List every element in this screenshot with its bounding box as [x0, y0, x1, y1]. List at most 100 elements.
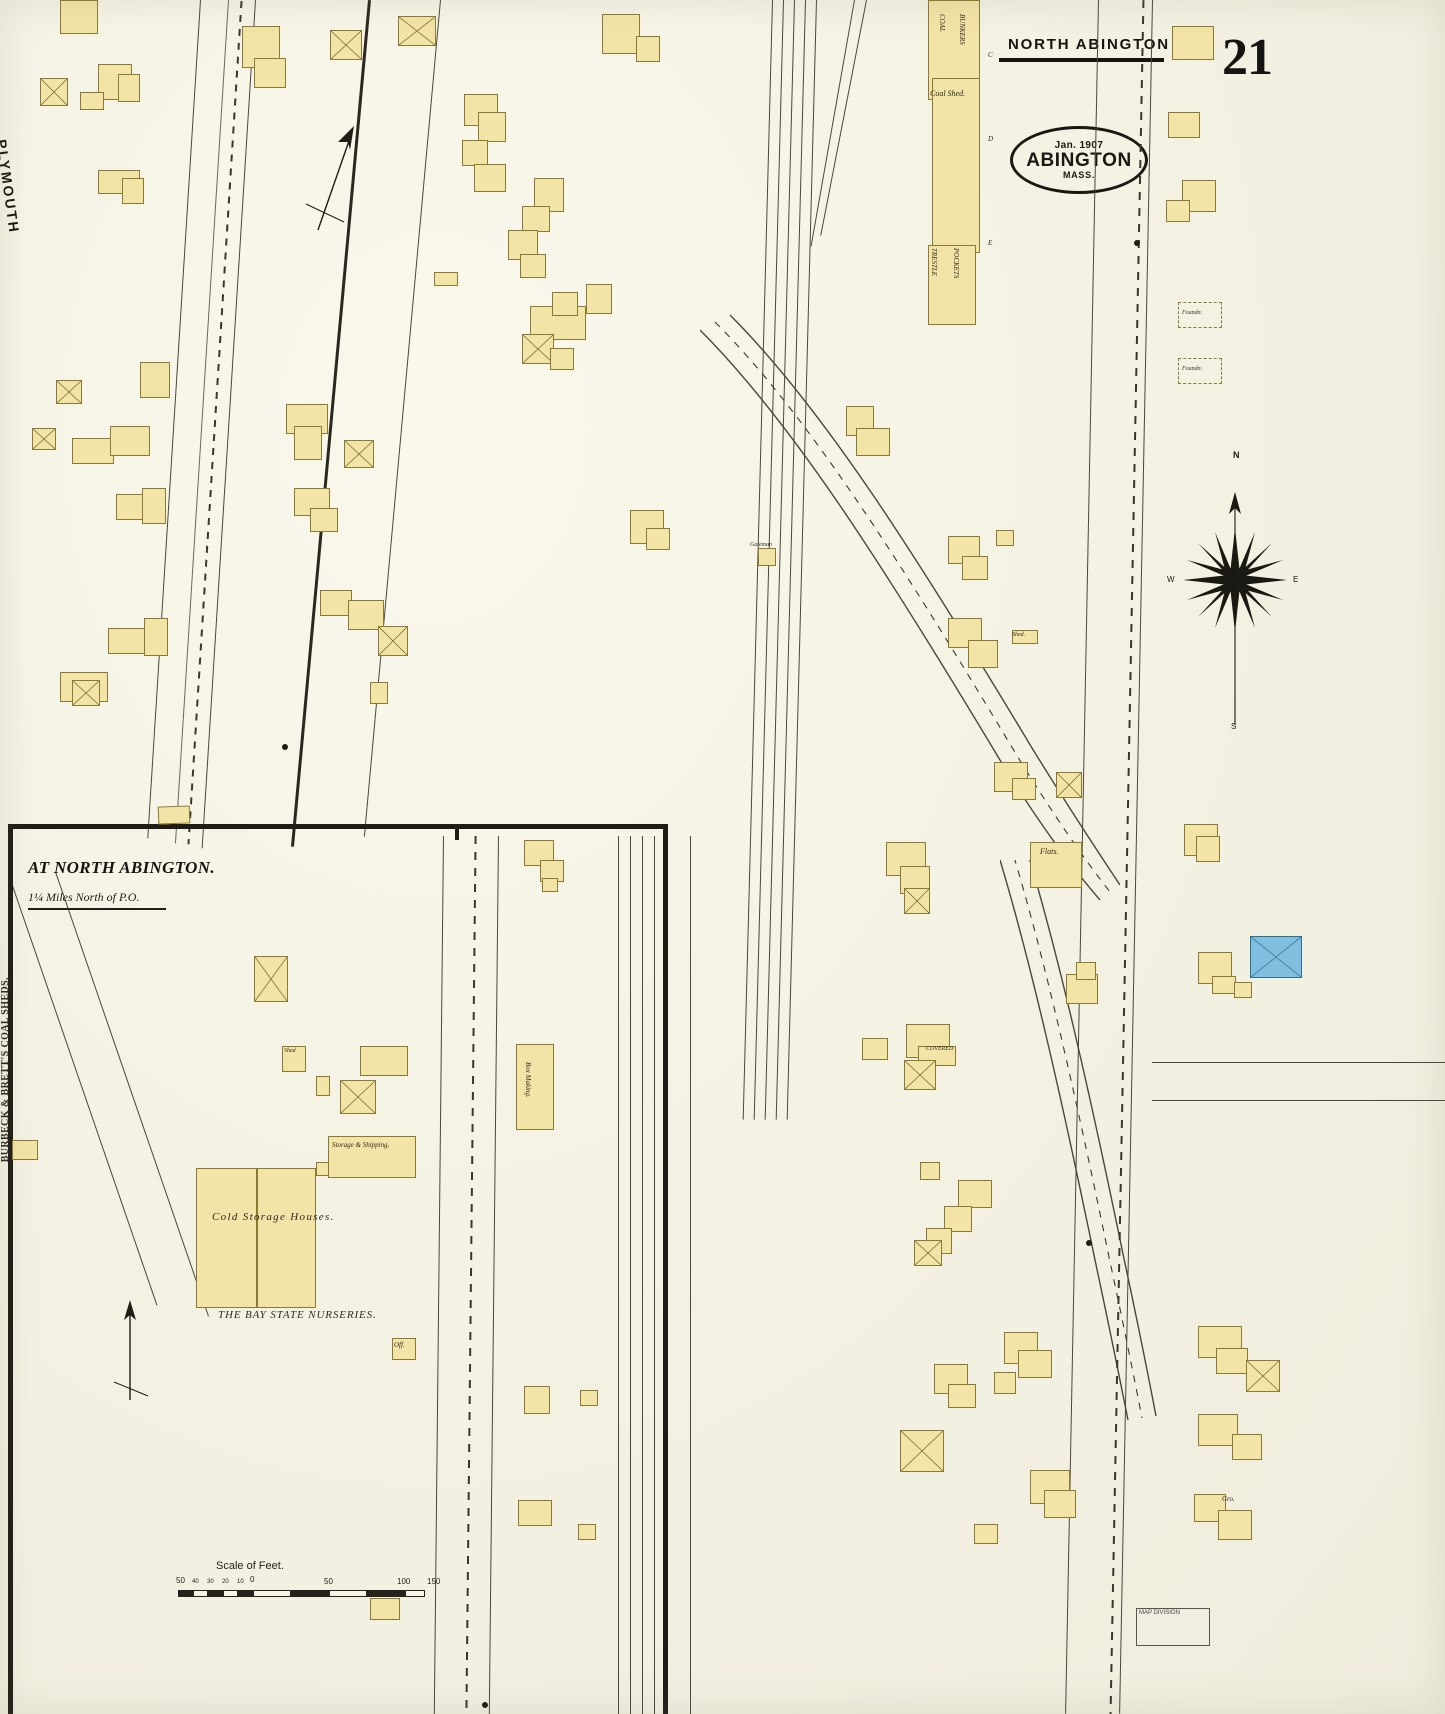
building-r-14d: [914, 1240, 942, 1266]
label-foundation-1: Foundn.: [1182, 310, 1203, 316]
building-r-23: [1194, 1494, 1226, 1522]
building-inset-6b: [580, 1390, 598, 1406]
building-ml-1b: [254, 58, 286, 88]
inset-compass-arrow: [108, 1300, 158, 1410]
building-inset-1: [254, 956, 288, 1002]
building-r-23c: [1218, 1510, 1252, 1540]
building-r-5-shed: [1012, 630, 1038, 644]
building-box-making: [516, 1044, 554, 1130]
street-label-plymouth-west: PLYMOUTH: [0, 44, 16, 140]
building-foundation-1: [1178, 302, 1222, 328]
building-r-18b: [1044, 1490, 1076, 1518]
title-cartouche: Jan. 1907 ABINGTON MASS.: [1010, 126, 1148, 194]
inset-border-right: [663, 824, 668, 1714]
inset-border-left: [8, 826, 13, 1714]
street-plymouth-east: [699, 0, 1121, 901]
label-bay-state-nurseries: THE BAY STATE NURSERIES.: [218, 1309, 377, 1321]
cartouche-state: MASS.: [1062, 170, 1096, 181]
building-inset-shed: [282, 1046, 306, 1072]
label-storage-shipping: Storage & Shipping.: [332, 1141, 390, 1149]
scale-tick-150: 150: [427, 1577, 441, 1586]
building-ml-5: [344, 440, 374, 468]
building-tl-3b: [118, 74, 140, 102]
label-burbeck-bretts: BURBECK & BRETT'S COAL SHEDS.: [0, 977, 11, 1163]
building-c-5: [586, 284, 612, 314]
building-tr-2: [1168, 112, 1200, 138]
building-c-1c: [462, 140, 488, 166]
scale-tick-100: 100: [397, 1577, 411, 1586]
railroad-label-plymouth-div: PLYMOUTH DIV.: [0, 508, 9, 567]
compass-label-n: N: [1233, 450, 1240, 460]
block-number-125: 125: [0, 914, 29, 934]
building-c-7b: [550, 348, 574, 370]
building-c-9b: [646, 528, 670, 550]
cartouche-city: ABINGTON: [1026, 149, 1132, 171]
compass-rose: N S E W: [1165, 450, 1305, 731]
building-ml-2: [330, 30, 362, 60]
building-r-12c: [904, 1060, 936, 1090]
building-r-20c: [1234, 982, 1252, 998]
street-plymouth-west-center: [174, 0, 229, 844]
building-r-9b: [1196, 836, 1220, 862]
scale-tick-20: 20: [222, 1579, 229, 1585]
building-tr-1: [1172, 26, 1214, 60]
hydrant-dot-1: [282, 744, 288, 750]
siding-label-e: E: [988, 239, 993, 247]
building-ml-7b: [348, 600, 384, 630]
building-inset-7: [518, 1500, 552, 1526]
building-tl-2: [40, 78, 68, 106]
building-c-7: [522, 334, 554, 364]
water-pipe-plymouth-west: [187, 0, 243, 845]
compass-label-e: E: [1293, 575, 1299, 584]
compass-label-w: W: [1167, 575, 1175, 584]
building-c-8b: [636, 36, 660, 62]
building-office: [392, 1338, 416, 1360]
building-masonry-blue: [1250, 936, 1302, 978]
building-ml-4b: [294, 426, 322, 460]
inset-subtitle: 1¼ Miles North of P.O.: [28, 890, 140, 904]
building-r-15b: [1018, 1350, 1052, 1378]
inset-railroad-1: [618, 836, 620, 1714]
building-inset-8: [370, 1598, 400, 1620]
label-coal-shed: Coal Shed.: [930, 89, 966, 98]
label-covered: COVERED: [926, 1046, 954, 1052]
building-r-3: [996, 530, 1014, 546]
street-label-oak: OAK: [0, 326, 16, 365]
hydrant-dot-4: [482, 1702, 488, 1708]
building-r-2b: [962, 556, 988, 580]
cold-storage-divider: [256, 1168, 258, 1308]
building-r-11: [862, 1038, 888, 1060]
street-charles-edge1: [1152, 1062, 1445, 1064]
street-plymouth-west-edge2: [201, 0, 257, 849]
building-l-6: [32, 428, 56, 450]
railroad-label-nynhh: N.Y., N.H. & H. R.R.: [0, 427, 10, 509]
stamp-text: MAP DIVISION: [1139, 1610, 1180, 1616]
building-r-20b: [1212, 976, 1236, 994]
building-storage-shipping: [328, 1136, 416, 1178]
building-l-12b: [72, 680, 100, 706]
street-label-monroe: MONROE: [0, 234, 16, 311]
label-pockets: POCKETS: [952, 248, 960, 279]
building-inset-7b: [578, 1524, 596, 1540]
label-box-making: Box Making.: [524, 1062, 532, 1098]
label-bunkers: BUNKERS: [958, 14, 966, 45]
building-c-3b: [522, 206, 550, 232]
building-inset-6: [524, 1386, 550, 1414]
label-foundation-2: Foundn.: [1182, 366, 1203, 372]
header-rule: [999, 58, 1164, 62]
building-inset-3: [360, 1046, 408, 1076]
street-label-adams: ADAMS: [0, 364, 16, 428]
building-r-19: [974, 1524, 998, 1544]
building-c-4b: [520, 254, 546, 278]
building-inset-5c: [542, 878, 558, 892]
siding-label-c: C: [988, 51, 993, 59]
building-r-1b: [856, 428, 890, 456]
railroad-label-inset: N.Y.N.H.&H.R.R.: [0, 566, 9, 623]
hydrant-3: T.H.: [0, 1448, 14, 1458]
building-r-13: [920, 1162, 940, 1180]
building-l-5: [56, 380, 82, 404]
building-r-15c: [994, 1372, 1016, 1394]
inset-border-notch: [455, 826, 459, 840]
